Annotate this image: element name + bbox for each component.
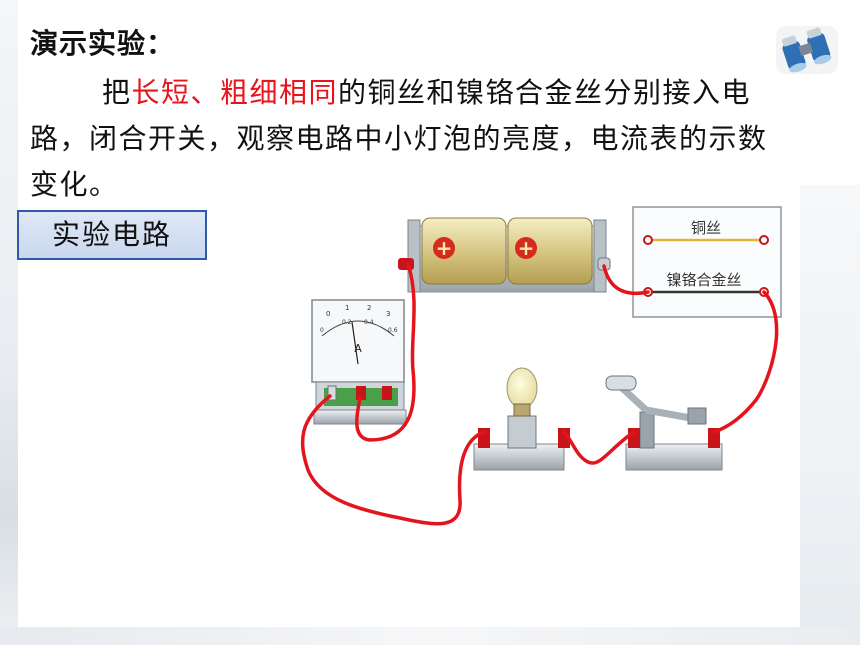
battery-cell-2 (507, 217, 593, 285)
wire-board-switch (712, 290, 779, 434)
knife-switch (605, 375, 723, 471)
nichrome-wire-label: 镍铬合金丝 (666, 271, 741, 289)
description-pre: 把 (102, 76, 132, 109)
battery-cell-1 (421, 217, 507, 285)
description-highlight: 长短、粗细相同 (131, 76, 339, 109)
background-right-strip (800, 185, 860, 645)
scale-bottom-1: 0.2 (342, 319, 352, 326)
circuit-label: 实验电路 (17, 210, 207, 260)
scale-top-0: 0 (326, 310, 330, 318)
ammeter-needle (351, 321, 359, 365)
wire-bulb-ammeter (300, 394, 486, 526)
wire-board: 铜丝 镍铬合金丝 (632, 206, 782, 318)
light-bulb (473, 367, 570, 471)
battery-plus-sign: + (518, 236, 535, 260)
binoculars-icon (776, 26, 838, 74)
circuit-diagram: + + 铜丝 镍铬合金丝 0 1 2 3 0 0.2 0.4 0.6 A (300, 206, 782, 526)
battery-terminal-left (398, 258, 414, 270)
background-left-strip (0, 0, 18, 645)
wire-battery-ammeter (355, 262, 416, 442)
description-post: 的铜丝和镍铬合金丝分别接入电路，闭合开关，观察电路中小灯泡的亮度，电流表的示数变… (30, 76, 768, 201)
scale-bottom-3: 0.6 (388, 327, 398, 334)
ammeter-unit: A (354, 342, 362, 355)
circuit-wires (300, 262, 779, 526)
scale-top-2: 2 (367, 304, 371, 312)
wire-battery-board (602, 264, 650, 296)
battery-plus-icon (515, 237, 537, 259)
copper-wire-label: 铜丝 (691, 219, 721, 237)
ammeter: 0 1 2 3 0 0.2 0.4 0.6 A (311, 299, 407, 425)
wire-switch-bulb (562, 430, 636, 465)
scale-bottom-0: 0 (320, 327, 324, 334)
scale-bottom-2: 0.4 (364, 319, 374, 326)
scale-top-1: 1 (345, 304, 349, 312)
battery-plus-icon (433, 237, 455, 259)
scale-top-3: 3 (386, 310, 390, 318)
battery-holder: + + (398, 217, 611, 293)
experiment-description: 把长短、粗细相同的铜丝和镍铬合金丝分别接入电路，闭合开关，观察电路中小灯泡的亮度… (30, 70, 790, 208)
demo-heading: 演示实验： (30, 27, 176, 60)
battery-plus-sign: + (436, 236, 453, 260)
background-bottom-strip (0, 627, 860, 645)
